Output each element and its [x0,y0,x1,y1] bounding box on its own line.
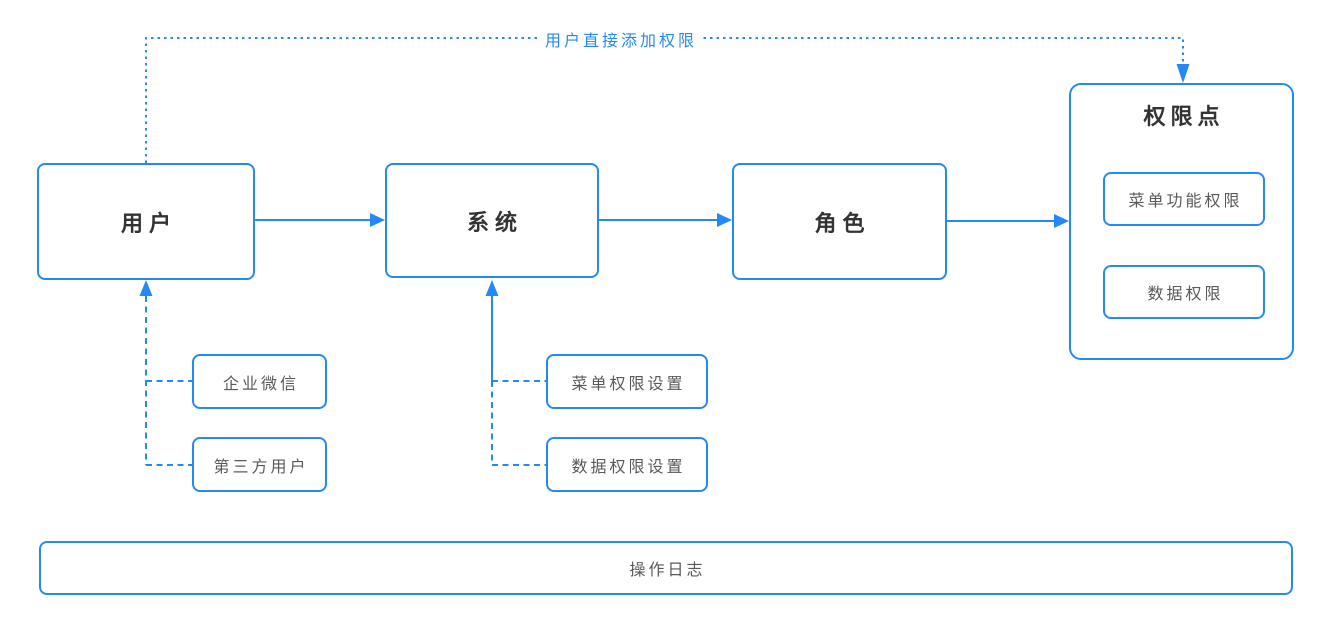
node-system: 系统 [385,163,599,278]
arrow-right-icon [370,213,385,227]
node-system-label: 系统 [466,209,523,235]
data-permission-label: 数据权限 [1147,286,1224,303]
data-permission-setting-label: 数据权限设置 [571,458,686,476]
node-wecom: 企业微信 [192,354,327,409]
node-operation-log: 操作日志 [39,541,1293,595]
operation-log-label: 操作日志 [629,562,706,579]
arrow-up-icon [139,280,153,296]
edge-settings-to-system [485,280,546,466]
node-user-label: 用户 [120,210,177,236]
edge-sources-to-user [139,280,192,466]
node-third-party-user: 第三方用户 [192,437,327,492]
edge-user-direct-add-permission [145,37,1190,163]
arrow-up-icon [485,280,499,296]
node-role: 角色 [732,163,947,280]
node-data-permission: 数据权限 [1103,265,1265,319]
arrow-right-icon [717,213,732,227]
node-user: 用户 [37,163,255,280]
edge-label-user-direct-add: 用户直接添加权限 [540,26,703,52]
arrow-right-icon [1054,214,1069,228]
node-data-permission-setting: 数据权限设置 [546,437,708,492]
node-permission-group: 权限点 菜单功能权限 数据权限 [1069,83,1294,360]
node-menu-permission-setting: 菜单权限设置 [546,354,708,409]
permission-group-title: 权限点 [1143,104,1225,129]
menu-permission-setting-label: 菜单权限设置 [571,375,686,393]
node-role-label: 角色 [814,210,871,236]
wecom-label: 企业微信 [222,375,299,393]
edge-user-to-system [255,213,385,227]
node-menu-function-permission: 菜单功能权限 [1103,172,1265,226]
third-party-user-label: 第三方用户 [213,458,309,476]
menu-function-permission-label: 菜单功能权限 [1128,193,1243,210]
edge-system-to-role [599,213,732,227]
edge-role-to-permission [947,214,1069,228]
arrow-down-icon [1176,64,1190,83]
